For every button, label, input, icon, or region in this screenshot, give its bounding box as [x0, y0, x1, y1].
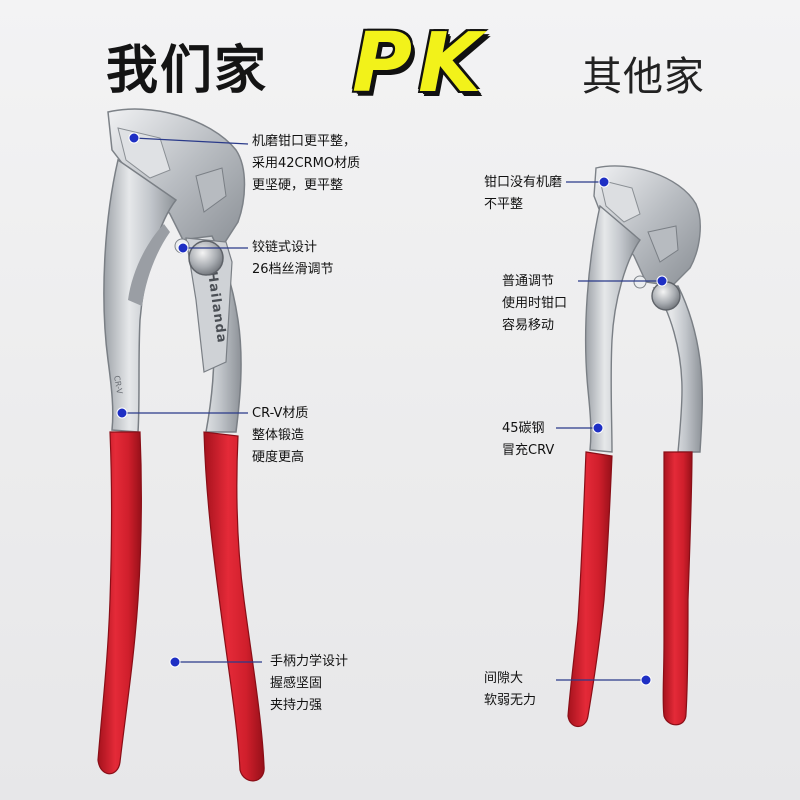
note-line: 钳口没有机磨	[484, 175, 563, 190]
callout-dot-2	[177, 242, 189, 254]
callout-dot-4	[169, 656, 181, 668]
note-line: 使用时钳口	[502, 296, 568, 311]
left-handle-back	[97, 431, 142, 775]
note-line: 不平整	[484, 197, 524, 212]
note-line: 冒充CRV	[502, 443, 555, 458]
title-theirs: 其他家	[582, 54, 705, 100]
leader-line-1	[133, 137, 249, 145]
note-line: 更坚硬，更平整	[252, 178, 344, 193]
callout-dot-3	[116, 407, 128, 419]
note-precision-jaw: 机磨钳口更平整， 采用42CRMO材质 更坚硬，更平整	[252, 131, 360, 197]
right-dots	[592, 176, 668, 686]
right-hinge-bolt	[651, 281, 681, 311]
note-line: 间隙大	[484, 671, 524, 686]
callout-dot-1	[128, 132, 140, 144]
note-line: 机磨钳口更平整，	[252, 134, 357, 149]
right-callouts	[556, 181, 662, 681]
note-hinge-design: 铰链式设计 26档丝滑调节	[252, 237, 334, 281]
note-line: 26档丝滑调节	[252, 262, 334, 277]
note-line: 采用42CRMO材质	[252, 156, 361, 171]
note-weak-grip: 间隙大 软弱无力	[484, 668, 536, 712]
note-carbon-steel: 45碳钢 冒充CRV	[502, 418, 554, 462]
left-callouts	[122, 137, 262, 663]
note-line: 整体锻造	[252, 428, 305, 443]
note-unground-jaw: 钳口没有机磨 不平整	[484, 172, 562, 216]
title-ours: 我们家	[106, 41, 269, 101]
callout-dot-6	[656, 275, 668, 287]
note-line: CR-V材质	[252, 406, 309, 421]
right-hinge-hole	[633, 275, 647, 289]
note-line: 软弱无力	[484, 693, 537, 708]
callout-dot-8	[640, 674, 652, 686]
left-hinge-bolt	[188, 240, 224, 276]
note-line: 普通调节	[502, 274, 555, 289]
handle-mark: CR-V	[112, 375, 124, 396]
note-line: 容易移动	[502, 318, 555, 333]
callout-dot-5	[598, 176, 610, 188]
note-line: 硬度更高	[252, 450, 305, 465]
note-line: 握感坚固	[270, 676, 323, 691]
note-crv-material: CR-V材质 整体锻造 硬度更高	[252, 403, 308, 469]
left-pliers: Hailanda CR-V	[97, 108, 265, 782]
right-adjust-window	[647, 225, 679, 263]
right-jaw-face	[599, 179, 641, 223]
left-dots	[116, 132, 189, 668]
note-line: 夹持力强	[270, 698, 323, 713]
title-pk: PK	[352, 16, 488, 111]
note-ergonomic-handle: 手柄力学设计 握感坚固 夹持力强	[270, 651, 348, 717]
left-adjust-window	[195, 167, 227, 213]
right-handle-front	[662, 451, 693, 726]
note-line: 手柄力学设计	[270, 654, 349, 669]
right-handle-back	[567, 451, 613, 728]
note-basic-adjustment: 普通调节 使用时钳口 容易移动	[502, 271, 567, 337]
left-handle-front	[203, 431, 265, 782]
note-line: 45碳钢	[502, 421, 545, 436]
right-arm-back	[584, 204, 641, 453]
right-pliers	[567, 165, 704, 728]
note-line: 铰链式设计	[252, 240, 318, 255]
right-arm-front	[652, 285, 704, 453]
callout-dot-7	[592, 422, 604, 434]
left-arm-slot	[128, 224, 170, 306]
